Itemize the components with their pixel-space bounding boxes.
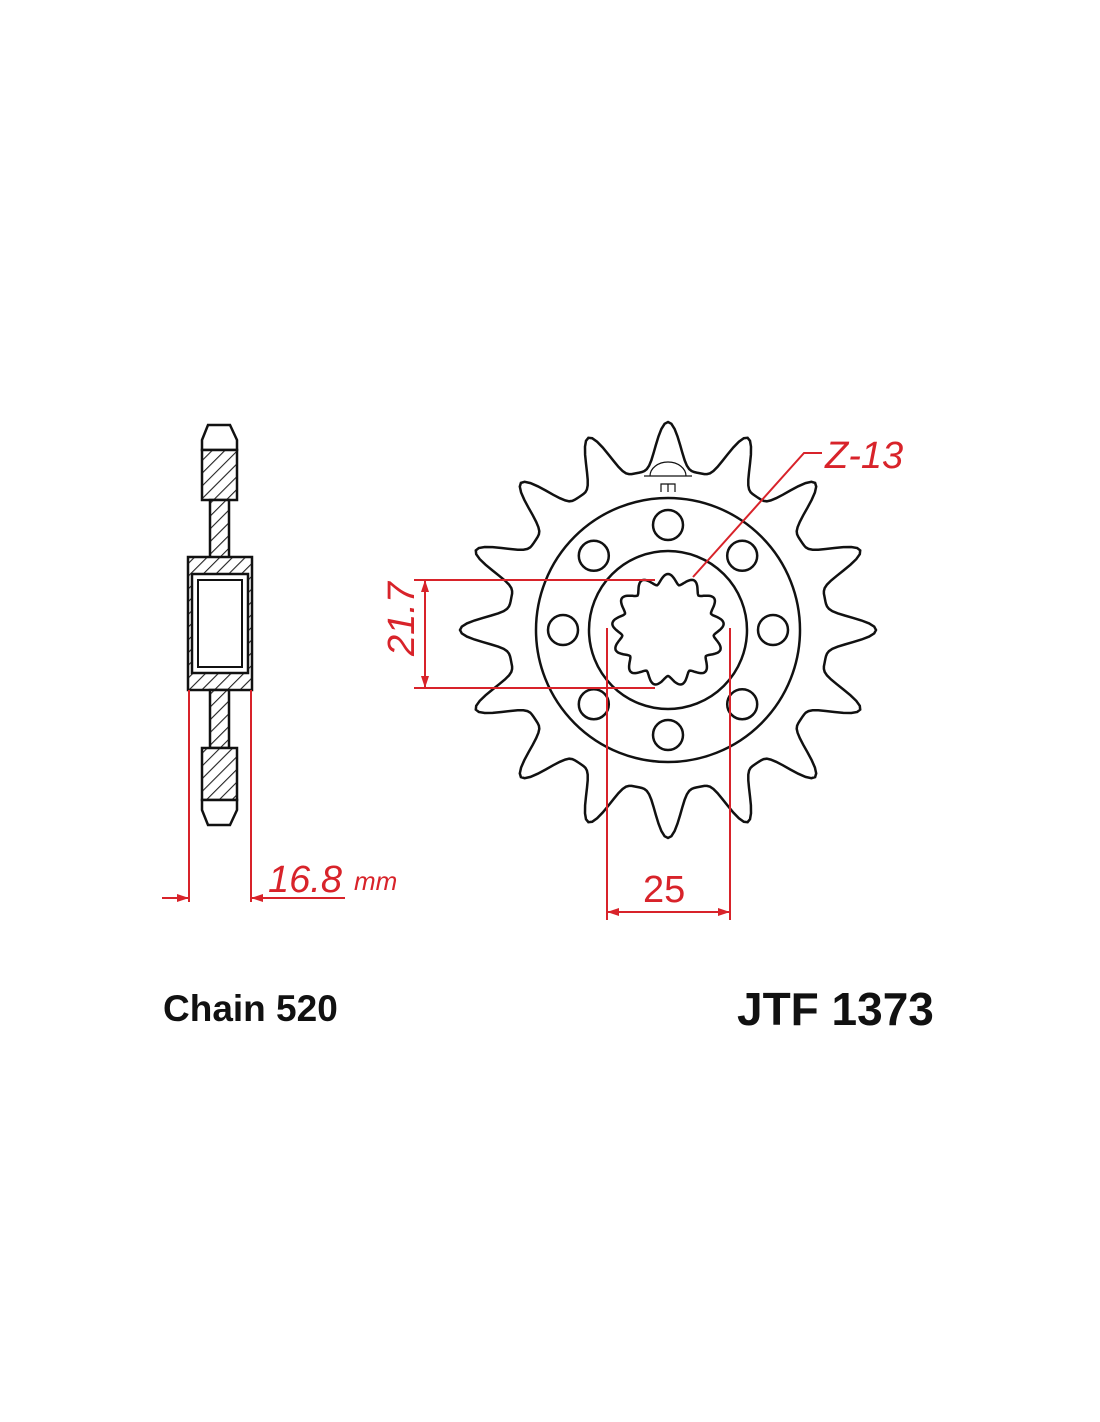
width-dimension: 16.8 — [268, 859, 342, 901]
spline-outline — [611, 572, 725, 686]
bolt-hole — [577, 539, 611, 573]
bolt-hole — [651, 508, 685, 542]
logo-icon — [644, 461, 692, 492]
bolt-hole — [651, 718, 685, 752]
hub-ring — [587, 549, 749, 711]
part-number: JTF 1373 — [737, 983, 934, 1035]
spline-inner-dimension: 21.7 — [381, 580, 423, 657]
side-bottom-tip — [200, 798, 239, 827]
bolt-hole — [577, 687, 611, 721]
bolt-ring — [534, 496, 802, 764]
side-top-tooth — [200, 448, 239, 502]
dimension-lines — [162, 452, 822, 920]
front-view — [458, 420, 878, 840]
bolt-hole — [725, 687, 759, 721]
chain-label: Chain 520 — [163, 988, 338, 1029]
teeth-count: Z-13 — [824, 435, 903, 477]
sprocket-teeth-outline — [458, 420, 878, 840]
side-bottom-neck — [208, 688, 231, 750]
side-bottom-tooth — [200, 746, 239, 802]
teeth-leader-line — [692, 452, 822, 578]
side-view — [186, 423, 254, 827]
bolt-hole — [546, 613, 580, 647]
side-top-neck — [208, 498, 231, 560]
bolt-hole — [725, 539, 759, 573]
bolt-hole — [756, 613, 790, 647]
side-top-tip — [200, 423, 239, 452]
width-unit: mm — [354, 866, 397, 896]
spline-outer-dimension: 25 — [643, 869, 685, 911]
